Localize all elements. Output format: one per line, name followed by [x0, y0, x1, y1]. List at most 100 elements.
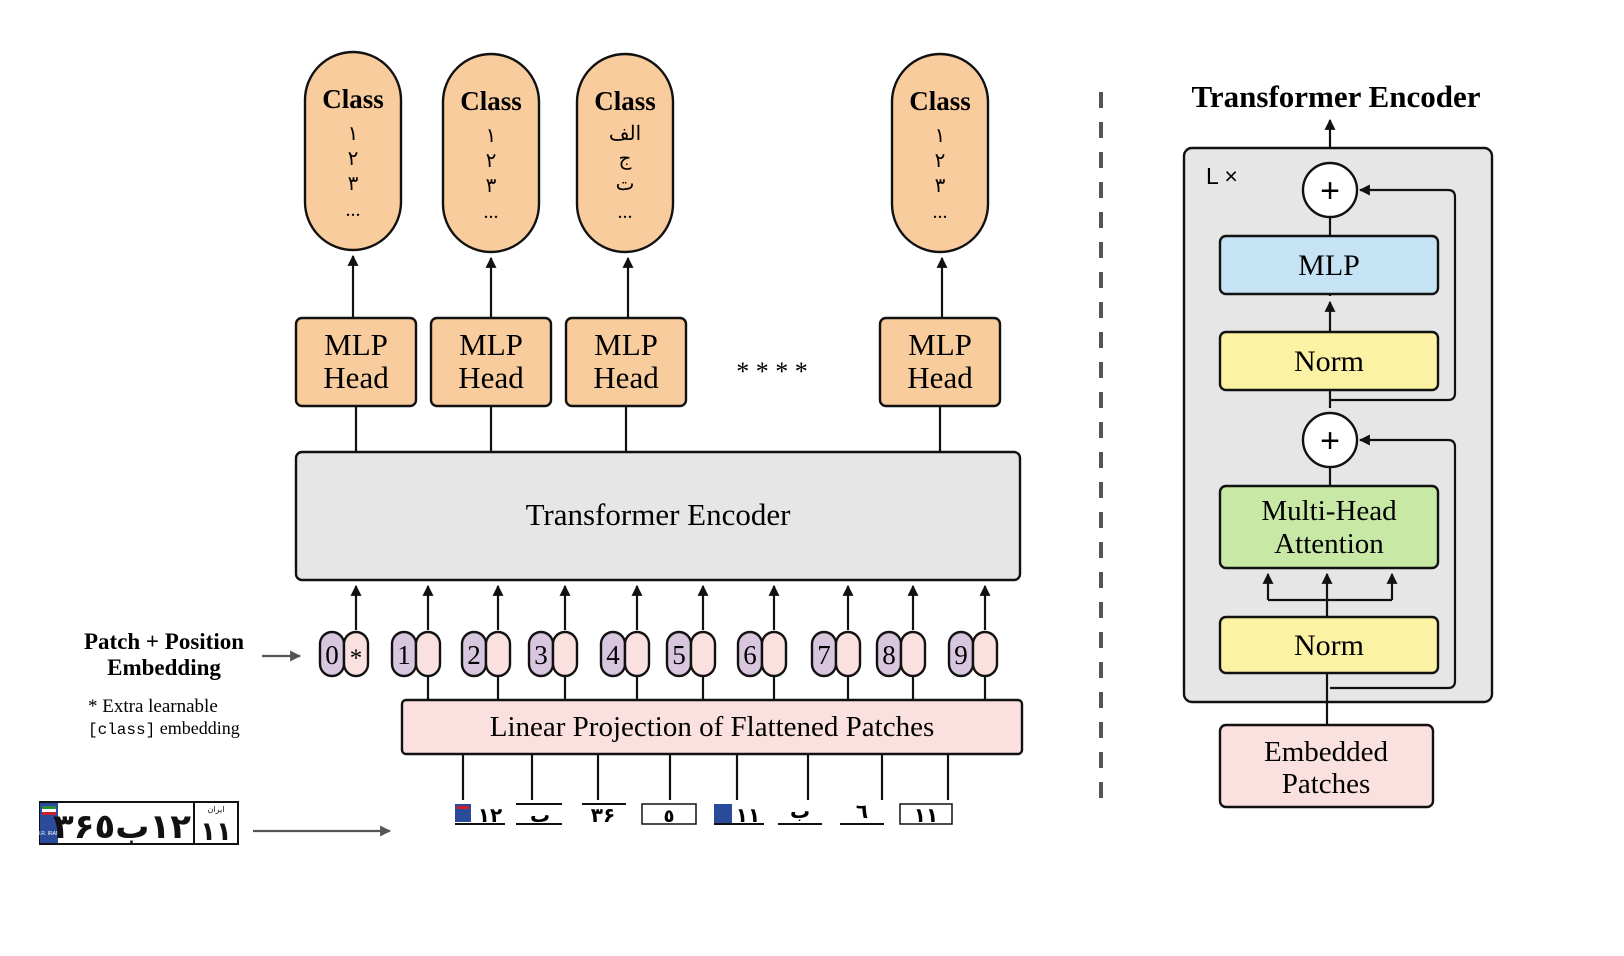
class-value: ٣ — [348, 173, 359, 195]
patch-embedding — [484, 630, 512, 678]
mha-label-line2: Attention — [1274, 528, 1384, 560]
patch-position-label-line2: Embedding — [107, 655, 221, 680]
token-2: 2 — [460, 630, 512, 678]
plate-region-number: ١١ — [200, 816, 232, 846]
patch-fragment: ١١ — [914, 805, 938, 827]
extra-note-code: [class] — [88, 721, 155, 739]
token-4: 4 — [599, 630, 651, 678]
plate-country-code: I.R. IRAN — [38, 831, 60, 837]
residual-add-bottom — [1301, 411, 1359, 469]
token-index: 7 — [817, 640, 831, 670]
token-index: 9 — [954, 640, 968, 670]
token-1: 1 — [390, 630, 442, 678]
norm-label-top: Norm — [1294, 345, 1364, 378]
plate-region-header: ایران — [208, 805, 225, 814]
embedded-label-line2: Patches — [1282, 768, 1371, 800]
residual-connection-bottom — [1330, 434, 1457, 690]
mlp-label: MLP — [1298, 249, 1360, 282]
patch-fragment: ٣۶ — [591, 805, 615, 827]
mlp-head-label: Head — [323, 360, 389, 395]
encoder-detail-title: Transformer Encoder — [1192, 79, 1481, 114]
token-index: 6 — [743, 640, 757, 670]
mlp-head-label: Head — [458, 360, 524, 395]
patch-fragment: ١٢ — [478, 805, 502, 827]
patch-fragment: ١١ — [736, 805, 760, 827]
transformer-encoder-box — [294, 450, 1022, 582]
repeat-label: L × — [1206, 163, 1238, 189]
class-value: ... — [618, 201, 633, 223]
patch-4: ٥ — [641, 803, 697, 826]
patch-2: ب — [516, 803, 562, 827]
mlp-head-label: MLP — [459, 327, 523, 362]
extra-note-line2: [class] embedding — [88, 718, 240, 739]
class-value: ١ — [935, 125, 946, 147]
patch-embedding — [834, 630, 862, 678]
patch-6: ب — [778, 801, 822, 825]
class-capsule — [303, 50, 403, 252]
patch-fragment: ب — [530, 805, 550, 827]
token-9: 9 — [947, 630, 999, 678]
embedded-label-line1: Embedded — [1264, 736, 1389, 768]
patch-1: ١٢ — [455, 804, 505, 827]
norm-block-top — [1218, 330, 1440, 392]
plate-main-number: ١٢ب٣۶٥ — [53, 808, 191, 846]
patch-embedding — [899, 630, 927, 678]
class-capsule — [441, 52, 541, 254]
mlp-head-label: Head — [593, 360, 659, 395]
mlp-head-4: MLP Head — [878, 316, 1002, 408]
class-value: ١ — [348, 123, 359, 145]
patch-fragment: ٥ — [664, 806, 675, 826]
patch-7: ٦ — [840, 801, 884, 825]
class-output-2: Class ١ ٢ ٣ ... — [441, 52, 541, 254]
linear-projection-box — [400, 698, 1024, 756]
license-plate-image: I.R. IRAN ١٢ب٣۶٥ ایران ١١ — [38, 801, 239, 846]
class-capsule — [575, 52, 675, 254]
mlp-block — [1218, 234, 1440, 296]
residual-add-top — [1301, 161, 1359, 219]
plate-frame — [39, 801, 239, 845]
class-token-marker: * — [350, 645, 363, 672]
extra-note-line1: * Extra learnable — [88, 696, 218, 717]
token-row: 0 * 1 2 3 4 5 — [318, 630, 999, 678]
ellipsis: * * * * — [736, 357, 808, 386]
class-value: ت — [616, 173, 635, 195]
class-value: ٣ — [935, 175, 946, 197]
patch-fragment: ب — [790, 801, 810, 823]
class-value: ... — [484, 201, 499, 223]
class-title: Class — [909, 86, 971, 116]
mlp-head-3: MLP Head — [564, 316, 688, 408]
patch-8: ١١ — [899, 803, 953, 827]
class-output-3: Class الف ج ت ... — [575, 52, 675, 254]
token-index: 1 — [397, 640, 411, 670]
token-6: 6 — [736, 630, 788, 678]
linear-projection-label: Linear Projection of Flattened Patches — [490, 711, 935, 743]
patch-embedding — [623, 630, 651, 678]
patch-position-embedding-label: Patch + Position Embedding * Extra learn… — [84, 629, 302, 739]
class-value: ٢ — [935, 150, 946, 172]
norm-label-bottom: Norm — [1294, 629, 1364, 662]
token-3: 3 — [527, 630, 579, 678]
transformer-encoder-block: Transformer Encoder — [294, 450, 1022, 582]
class-output-group: Class ١ ٢ ٣ ... Class ١ ٢ ٣ ... Class ال… — [303, 50, 990, 254]
token-7: 7 — [810, 630, 862, 678]
token-index: 3 — [534, 640, 548, 670]
class-value: ٣ — [486, 175, 497, 197]
norm-block-bottom — [1218, 615, 1440, 675]
multi-head-attention-block — [1218, 484, 1440, 570]
patch-5: ١١ — [714, 804, 764, 827]
mlp-head-2: MLP Head — [429, 316, 553, 408]
mlp-head-1: MLP Head — [294, 316, 418, 408]
class-title: Class — [460, 86, 522, 116]
mlp-head-label: MLP — [594, 327, 658, 362]
patch-to-projection-lines — [461, 754, 950, 800]
patch-fragment: ٦ — [856, 801, 868, 823]
plus-sign: + — [1320, 422, 1340, 460]
encoder-detail: Transformer Encoder L × + MLP Norm + M — [1182, 79, 1494, 809]
class-value: ... — [346, 199, 361, 221]
residual-connection-top — [1330, 184, 1457, 402]
class-embedding — [342, 630, 370, 678]
mlp-head-label: MLP — [324, 327, 388, 362]
class-output-1: Class ١ ٢ ٣ ... — [303, 50, 403, 252]
mha-label-line1: Multi-Head — [1261, 495, 1397, 527]
